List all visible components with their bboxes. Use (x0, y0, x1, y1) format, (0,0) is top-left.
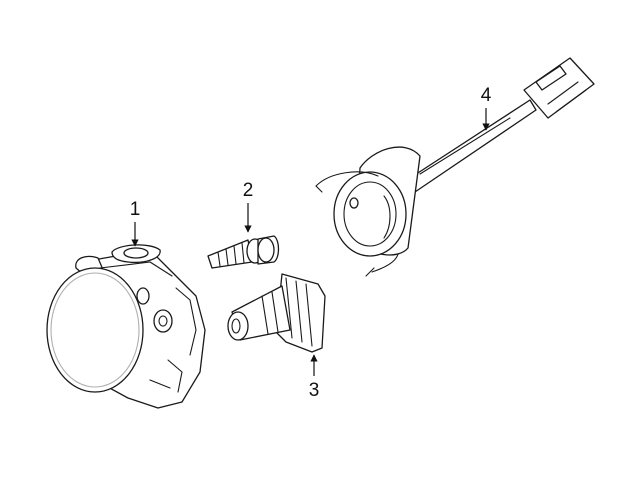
bulb-socket-icon (227, 273, 326, 353)
bolt-icon (207, 235, 280, 269)
fog-lamp-icon (46, 244, 206, 409)
callout-2: 2 (243, 180, 254, 233)
callout-label-4: 4 (481, 85, 492, 106)
callout-label-3: 3 (309, 380, 320, 401)
callout-label-2: 2 (243, 180, 254, 201)
callout-3: 3 (309, 354, 320, 401)
callout-4: 4 (481, 85, 492, 131)
wiring-harness-icon (315, 57, 595, 277)
callout-label-1: 1 (130, 199, 141, 220)
callout-1: 1 (130, 199, 141, 247)
